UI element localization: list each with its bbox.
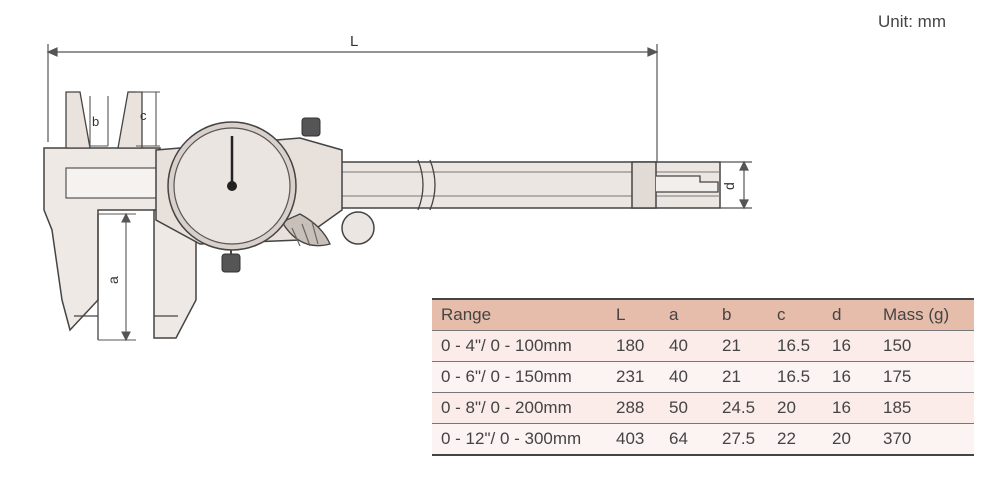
cell-range: 0 - 6"/ 0 - 150mm: [441, 367, 572, 386]
cell-d: 20: [832, 429, 851, 448]
dimension-L-label: L: [350, 33, 358, 50]
cell-mass: 150: [883, 336, 912, 355]
cell-L: 180: [616, 336, 645, 355]
cell-a: 40: [669, 336, 688, 355]
cell-c: 20: [777, 398, 796, 417]
spec-table-header: Range L a b c d Mass (g): [432, 299, 974, 331]
header-d: d: [832, 305, 842, 324]
cell-c: 16.5: [777, 367, 811, 386]
cell-mass: 185: [883, 398, 912, 417]
header-b: b: [722, 305, 732, 324]
cell-c: 16.5: [777, 336, 811, 355]
cell-mass: 370: [883, 429, 912, 448]
unit-label: Unit: mm: [878, 12, 946, 31]
spec-table: Range L a b c d Mass (g) 0 - 4"/ 0 - 100…: [432, 298, 974, 456]
dimension-b-label: b: [92, 114, 99, 129]
header-mass: Mass (g): [883, 305, 950, 324]
dimension-c-label: c: [140, 108, 147, 123]
cell-L: 231: [616, 367, 645, 386]
fixed-jaw: [43, 91, 161, 340]
dimension-d: [720, 160, 752, 210]
table-row: 0 - 12"/ 0 - 300mm 403 64 27.5 22 20 370: [432, 423, 974, 455]
dimension-L: [46, 44, 659, 162]
table-row: 0 - 8"/ 0 - 200mm 288 50 24.5 20 16 185: [432, 392, 974, 424]
table-row: 0 - 6"/ 0 - 150mm 231 40 21 16.5 16 175: [432, 361, 974, 393]
cell-a: 64: [669, 429, 688, 448]
cell-d: 16: [832, 336, 851, 355]
cell-c: 22: [777, 429, 796, 448]
cell-range: 0 - 12"/ 0 - 300mm: [441, 429, 582, 448]
cell-b: 21: [722, 336, 741, 355]
cell-a: 50: [669, 398, 688, 417]
cell-mass: 175: [883, 367, 912, 386]
header-a: a: [669, 305, 679, 324]
header-c: c: [777, 305, 786, 324]
cell-d: 16: [832, 398, 851, 417]
cell-b: 24.5: [722, 398, 756, 417]
header-range: Range: [441, 305, 492, 324]
caliper-beam: [299, 159, 721, 211]
cell-range: 0 - 4"/ 0 - 100mm: [441, 336, 572, 355]
cell-d: 16: [832, 367, 851, 386]
table-row: 0 - 4"/ 0 - 100mm 180 40 21 16.5 16 150: [432, 330, 974, 362]
dimension-a-label: a: [105, 276, 121, 284]
dial-face: [167, 121, 297, 251]
cell-a: 40: [669, 367, 688, 386]
cell-range: 0 - 8"/ 0 - 200mm: [441, 398, 572, 417]
header-L: L: [616, 305, 626, 324]
cell-L: 288: [616, 398, 645, 417]
dimension-d-label: d: [721, 182, 737, 190]
cell-b: 27.5: [722, 429, 756, 448]
dimension-b: [89, 96, 109, 147]
cell-b: 21: [722, 367, 741, 386]
cell-L: 403: [616, 429, 645, 448]
dimension-c: [136, 91, 160, 147]
dimension-a: [98, 212, 136, 342]
